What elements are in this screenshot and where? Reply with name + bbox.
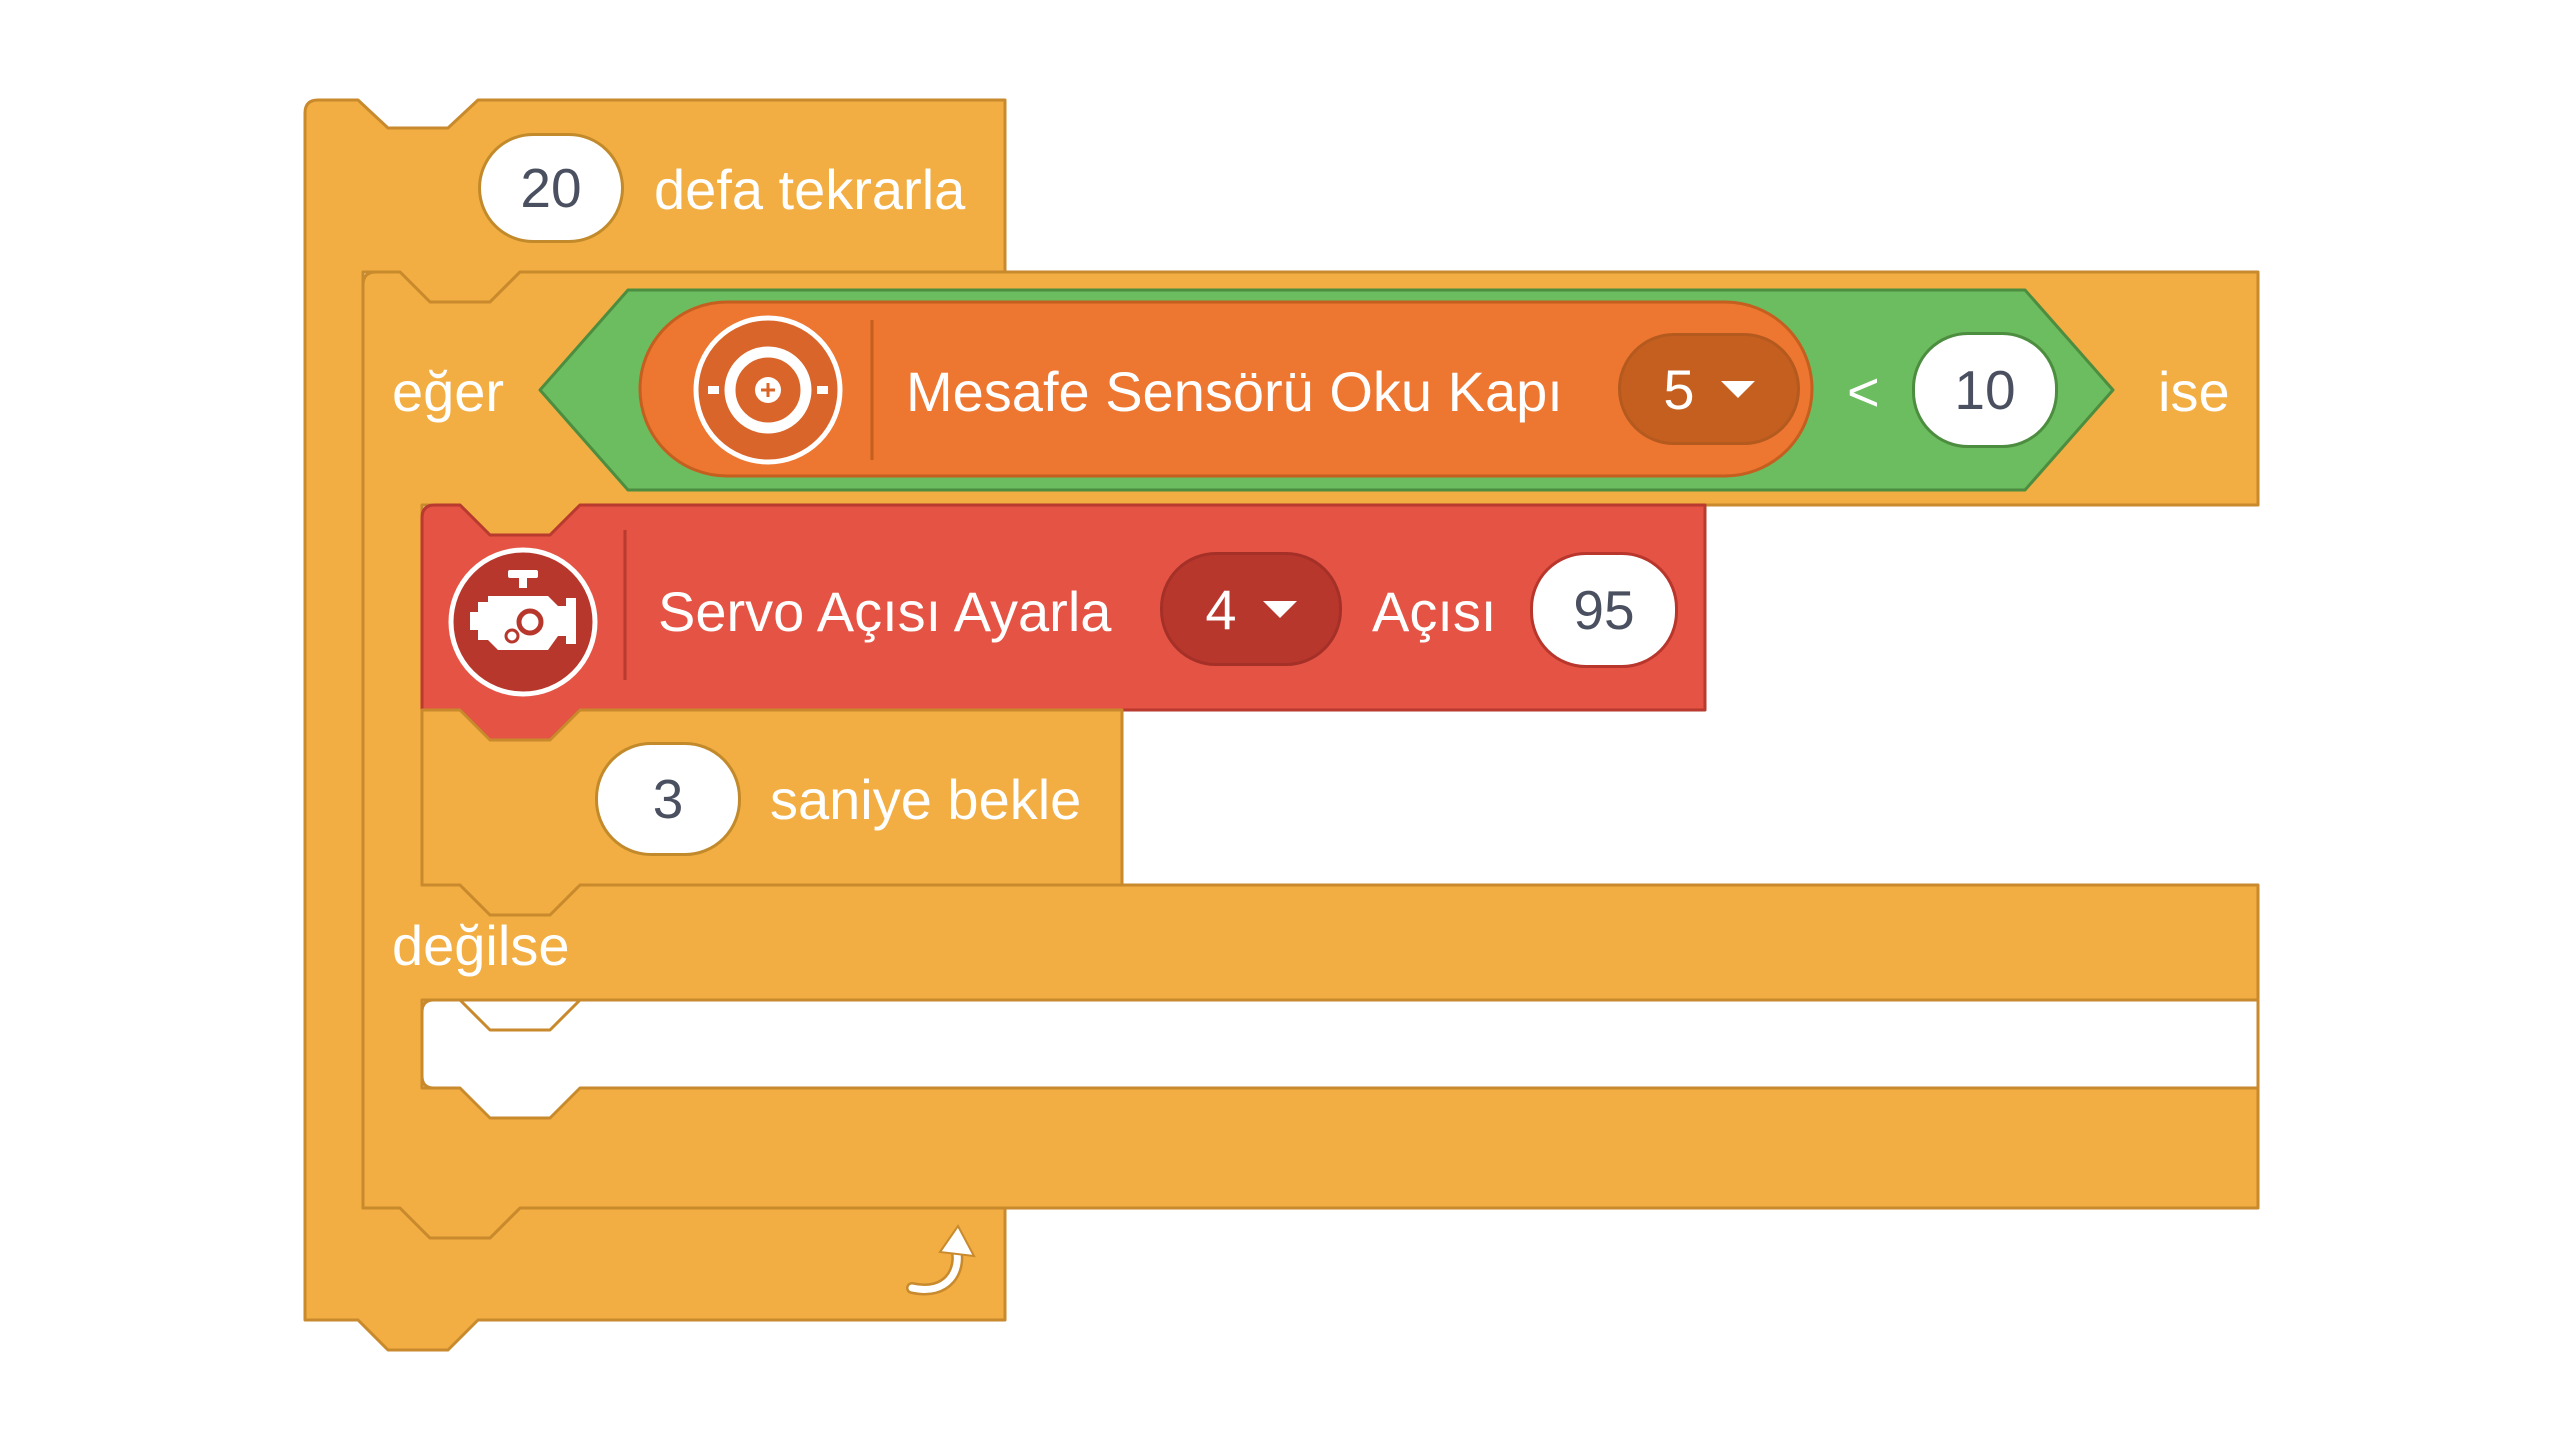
loop-arrow-icon bbox=[906, 1224, 976, 1296]
servo-angle-value: 95 bbox=[1573, 578, 1635, 641]
sensor-port-dropdown[interactable]: 5 bbox=[1618, 333, 1800, 445]
sensor-port-value: 5 bbox=[1663, 357, 1695, 421]
servo-port-value: 4 bbox=[1205, 577, 1237, 641]
chevron-down-icon bbox=[1262, 600, 1297, 618]
if-label: eğer bbox=[392, 360, 505, 423]
wait-seconds-input[interactable]: 3 bbox=[595, 742, 741, 856]
sensor-label: Mesafe Sensörü Oku Kapı bbox=[906, 360, 1563, 423]
servo-angle-label: Açısı bbox=[1372, 580, 1497, 643]
servo-label: Servo Açısı Ayarla bbox=[658, 580, 1112, 643]
servo-angle-input[interactable]: 95 bbox=[1530, 552, 1678, 668]
distance-sensor-icon bbox=[693, 315, 843, 465]
motor-engine-icon bbox=[448, 547, 598, 697]
else-empty-slot[interactable] bbox=[420, 998, 2260, 1120]
servo-port-dropdown[interactable]: 4 bbox=[1160, 552, 1342, 666]
chevron-down-icon bbox=[1720, 380, 1755, 398]
wait-label: saniye bekle bbox=[770, 768, 1082, 831]
comparison-value: 10 bbox=[1954, 358, 2016, 421]
repeat-label: defa tekrarla bbox=[654, 158, 966, 221]
comparison-operator: < bbox=[1847, 360, 1880, 423]
repeat-count-input[interactable]: 20 bbox=[478, 133, 624, 243]
comparison-value-input[interactable]: 10 bbox=[1912, 332, 2058, 448]
else-label: değilse bbox=[392, 914, 570, 977]
wait-seconds-value: 3 bbox=[652, 767, 684, 830]
wait-block[interactable] bbox=[420, 708, 1124, 917]
then-label: ise bbox=[2158, 360, 2230, 423]
repeat-count-value: 20 bbox=[520, 156, 582, 219]
distance-sensor-reporter[interactable] bbox=[638, 300, 1814, 478]
